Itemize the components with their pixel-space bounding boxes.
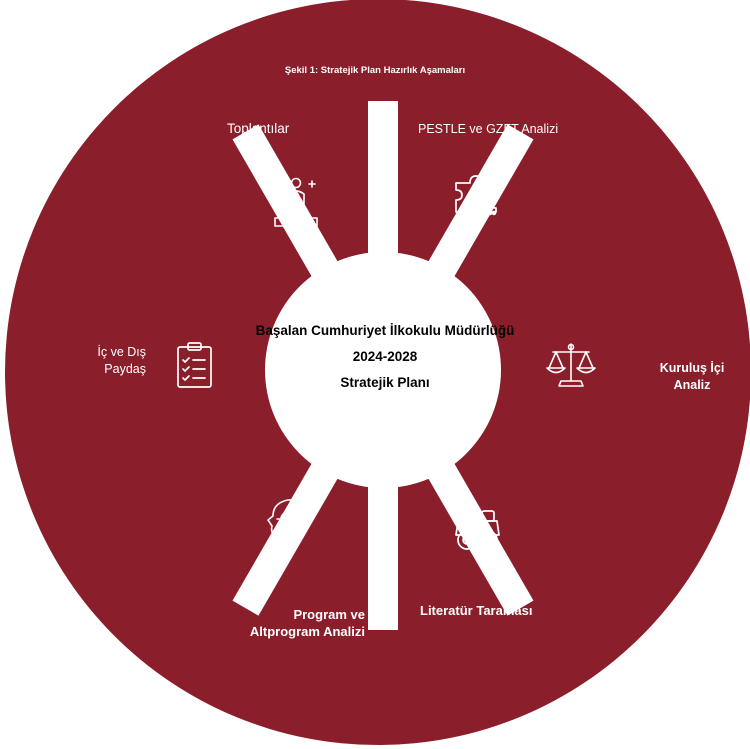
label-kurulus-line1: Kuruluş İçi	[659, 361, 725, 375]
label-kurulus-line2: Analiz	[673, 378, 711, 392]
spoke-lower-left	[417, 444, 534, 616]
spoke-upper-left	[417, 124, 534, 296]
head-target-icon	[267, 499, 307, 549]
label-toplantilar: Toplantılar	[227, 121, 290, 136]
label-program-line1: Program ve	[293, 607, 365, 622]
person-podium-icon	[274, 177, 318, 227]
figure-caption: Şekil 1: Stratejik Plan Hazırlık Aşamala…	[0, 62, 750, 79]
clipboard-checklist-icon	[177, 342, 212, 388]
center-hub	[265, 252, 501, 488]
label-paydas-line1: İç ve Dış	[97, 345, 146, 359]
label-literatur: Literatür Taraması	[420, 603, 533, 618]
balance-scale-icon	[546, 343, 596, 387]
spokes	[232, 101, 534, 630]
label-program-line2: Altprogram Analizi	[249, 624, 365, 639]
figure-caption-number: Şekil 1:	[284, 65, 319, 76]
label-pestle: PESTLE ve GZFT Analizi	[418, 122, 559, 136]
spoke-top	[368, 101, 398, 281]
binoculars-icon	[455, 510, 500, 550]
puzzle-icon	[455, 175, 497, 224]
label-paydas-line2: Paydaş	[104, 362, 146, 376]
spoke-lower-right	[232, 444, 349, 616]
label-program: Program ve Altprogram Analizi	[200, 606, 365, 640]
label-paydas: İç ve Dış Paydaş	[56, 344, 146, 378]
figure-caption-text: Stratejik Plan Hazırlık Aşamaları	[318, 65, 466, 76]
center-title-line1: Başalan Cumhuriyet İlkokulu Müdürlüğü	[255, 323, 515, 338]
spoke-bottom	[368, 462, 398, 630]
center-title: Başalan Cumhuriyet İlkokulu Müdürlüğü 20…	[220, 318, 550, 396]
center-title-line3: Stratejik Planı	[340, 375, 430, 390]
center-title-line2: 2024-2028	[352, 349, 418, 364]
label-kurulus: Kuruluş İçi Analiz	[642, 360, 742, 394]
